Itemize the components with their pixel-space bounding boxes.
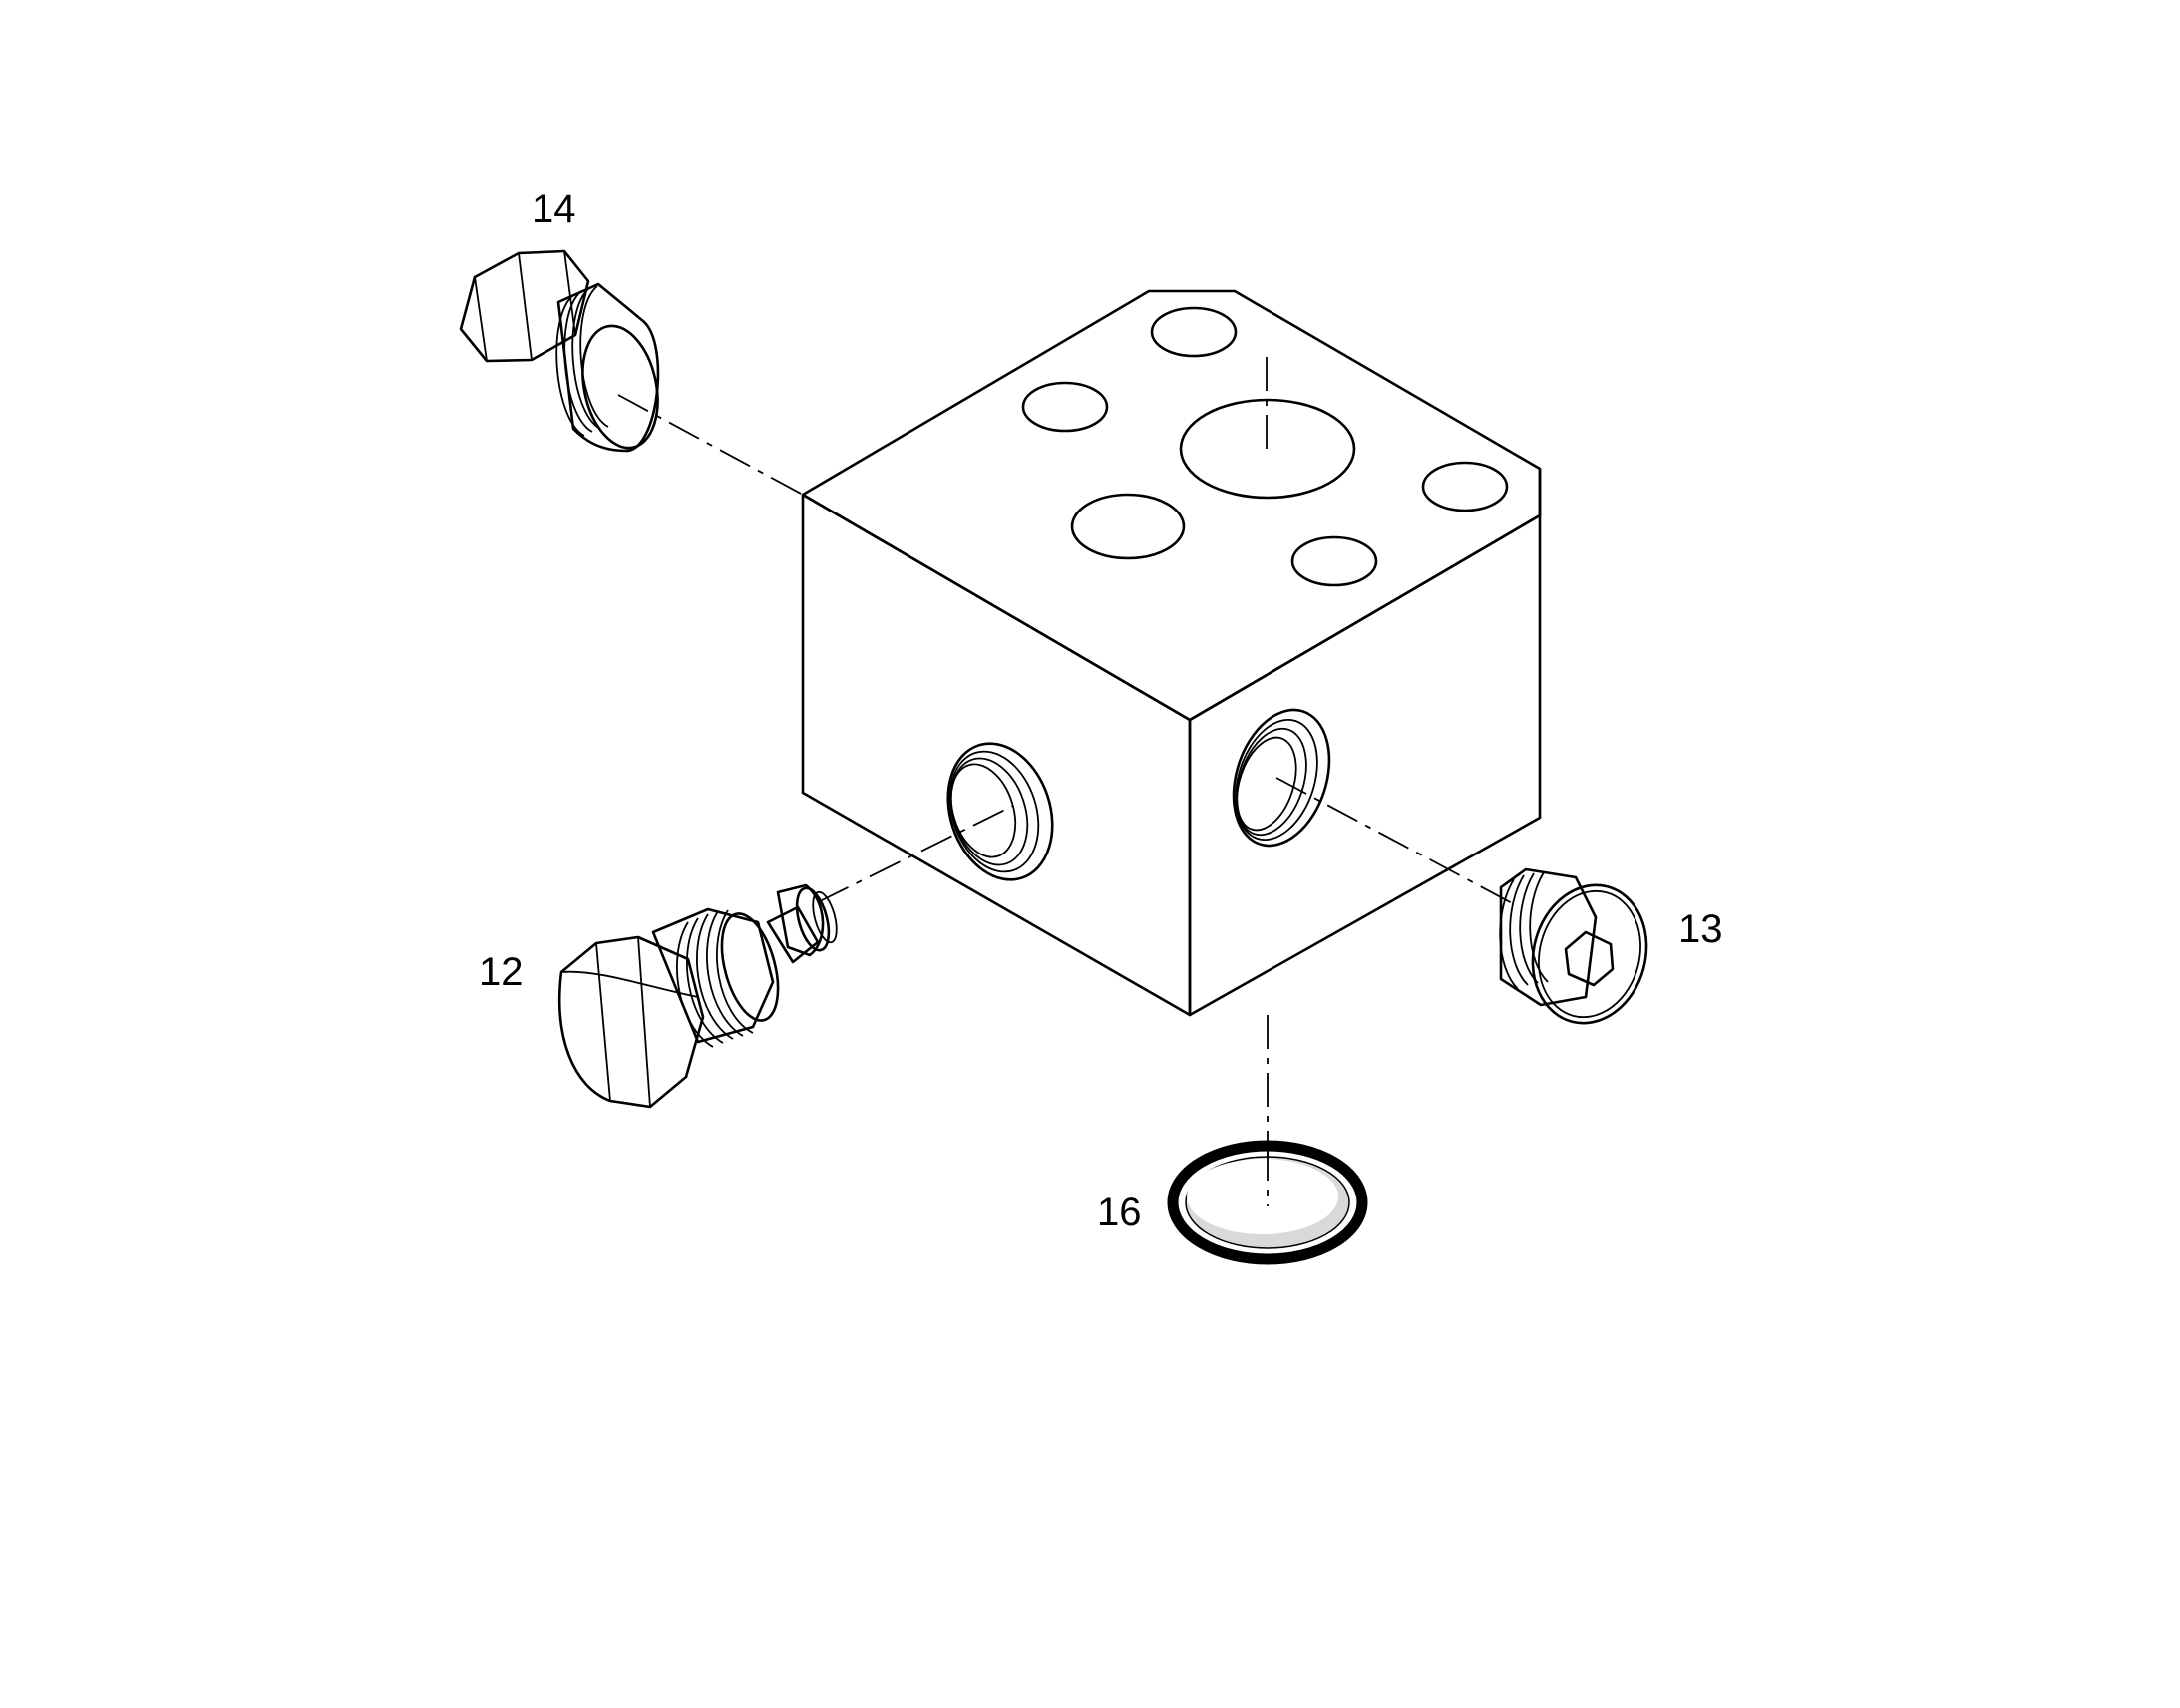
hex-socket-icon <box>1564 930 1615 987</box>
right-face-threaded-port <box>1232 708 1331 848</box>
part-12-valve-cartridge <box>557 883 838 1109</box>
callout-16: 16 <box>1097 1191 1142 1234</box>
callout-12: 12 <box>479 950 524 994</box>
top-port-1 <box>1150 306 1238 358</box>
top-port-5 <box>1290 535 1378 587</box>
assembly-center-lines <box>617 357 1517 1206</box>
top-port-3 <box>1421 461 1509 512</box>
top-port-4 <box>1070 493 1186 560</box>
manifold-block <box>801 289 1542 1017</box>
callout-14: 14 <box>532 187 576 231</box>
top-port-main <box>1179 398 1356 500</box>
part-16-o-ring <box>1167 1140 1368 1265</box>
part-14-hex-plug <box>459 249 660 453</box>
top-port-2 <box>1021 381 1109 433</box>
left-face-threaded-port <box>946 742 1054 881</box>
block-right-face <box>1188 513 1542 1017</box>
callout-13: 13 <box>1678 907 1723 951</box>
block-left-face <box>801 493 1192 1017</box>
part-13-socket-plug <box>1499 867 1648 1025</box>
